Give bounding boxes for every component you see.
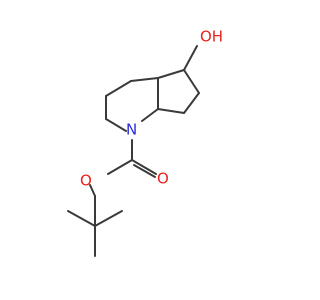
- bond-group: [67, 45, 200, 257]
- bond: [89, 184, 96, 197]
- nitrogen-label: N: [126, 121, 137, 139]
- carbonyl-oxygen-label: O: [157, 170, 169, 188]
- bond: [133, 164, 156, 178]
- hydroxyl-label: OH: [200, 28, 223, 46]
- structure-diagram: OH N O O: [67, 28, 223, 257]
- bond: [105, 80, 132, 97]
- atom-labels: OH N O O: [80, 28, 223, 190]
- bond: [183, 92, 200, 114]
- bond: [183, 45, 198, 71]
- bond: [157, 108, 185, 114]
- bond: [107, 159, 133, 175]
- bond: [183, 69, 200, 94]
- bond: [141, 108, 159, 122]
- bond: [94, 210, 123, 227]
- bond: [67, 210, 96, 227]
- bond: [130, 77, 159, 82]
- bond: [131, 159, 157, 175]
- ester-oxygen-label: O: [80, 172, 92, 190]
- bond: [157, 69, 185, 79]
- bond: [105, 118, 127, 132]
